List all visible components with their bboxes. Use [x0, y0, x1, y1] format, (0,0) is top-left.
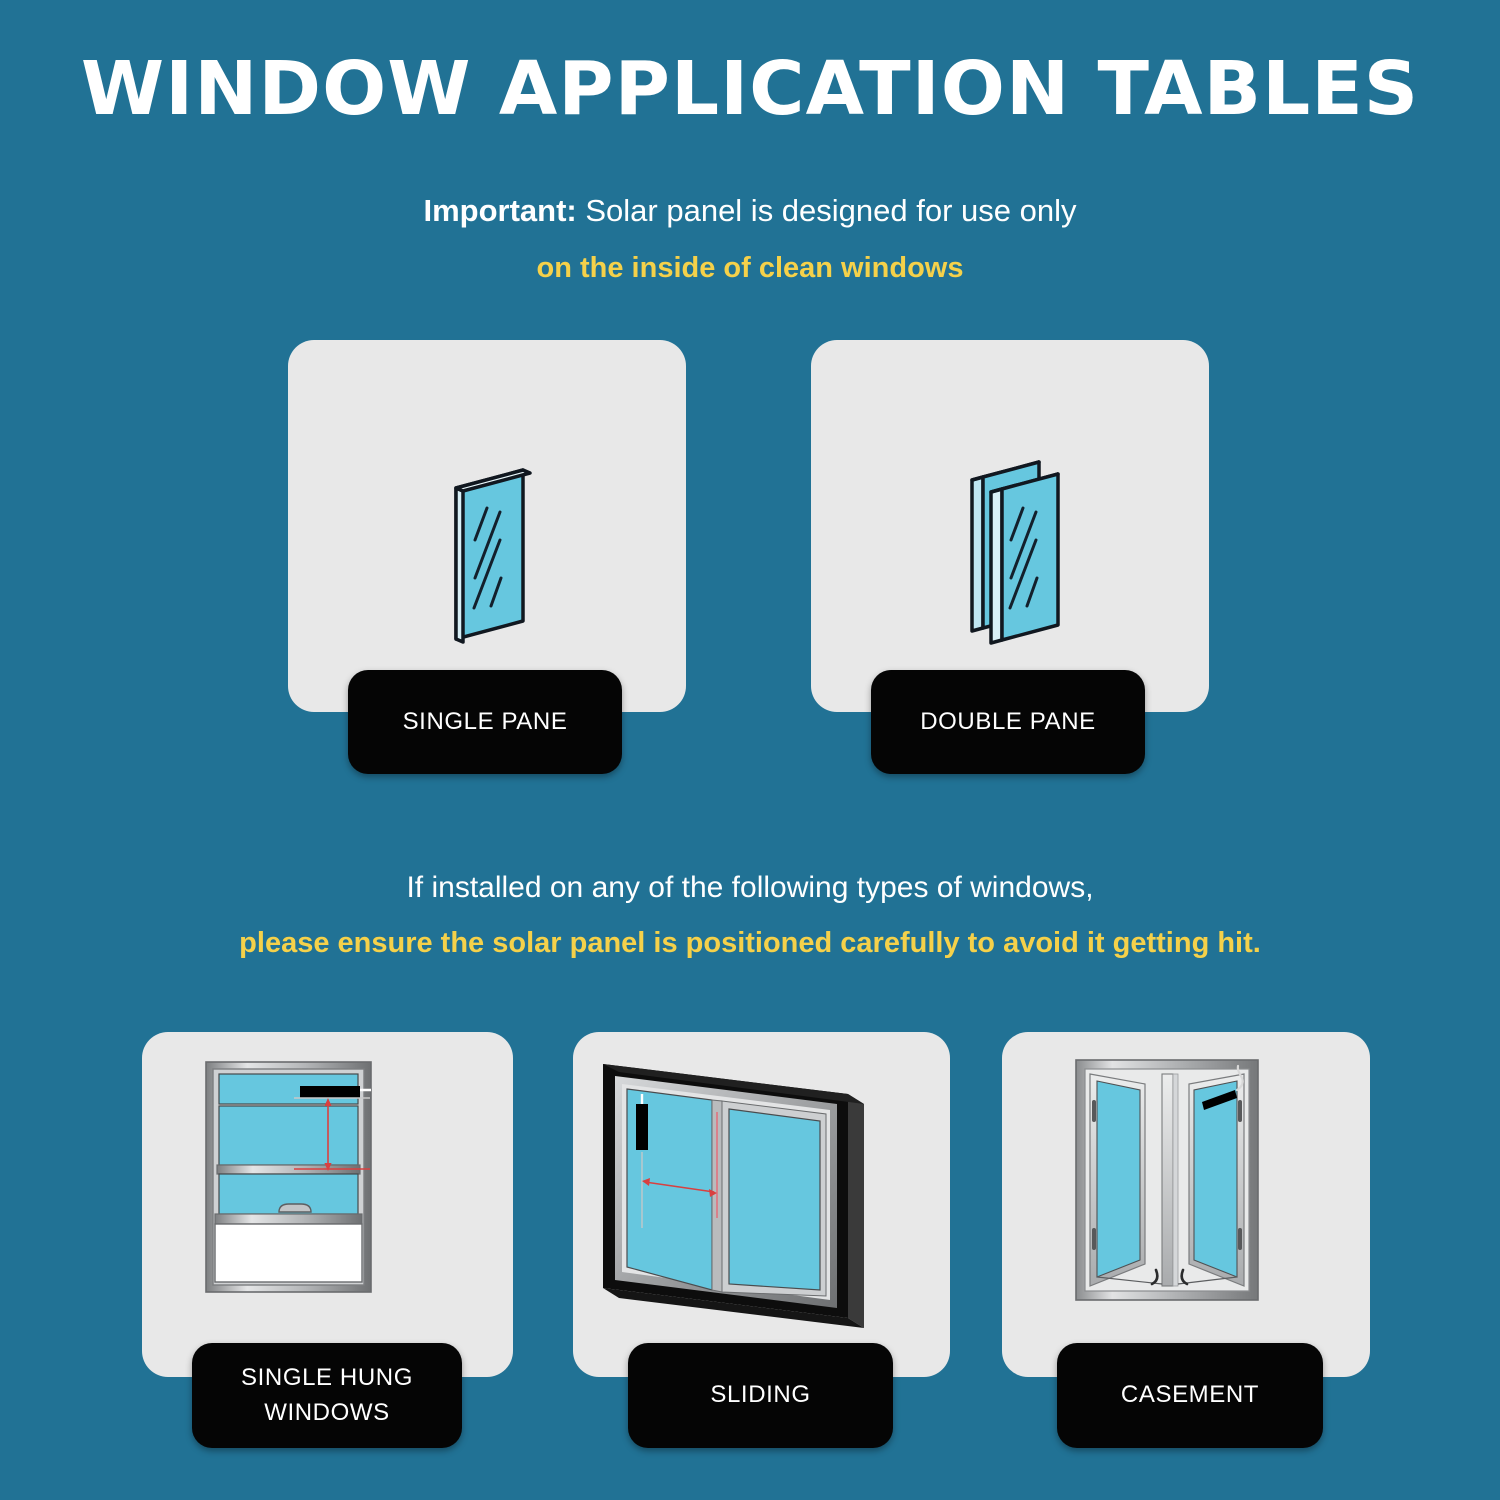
card-single-pane — [288, 340, 686, 712]
important-text: Solar panel is designed for use only — [576, 193, 1077, 228]
page-title: WINDOW APPLICATION TABLES — [80, 46, 1420, 132]
important-label: Important: — [423, 193, 577, 228]
middle-note-line1: If installed on any of the following typ… — [406, 871, 1094, 904]
chip-label: CASEMENT — [1120, 1381, 1260, 1409]
card-single-hung — [142, 1032, 513, 1377]
chip-label: SLIDING — [710, 1381, 811, 1409]
important-note: Important: Solar panel is designed for u… — [0, 192, 1500, 229]
important-highlight: on the inside of clean windows — [536, 252, 964, 284]
chip-label: DOUBLE PANE — [920, 707, 1096, 735]
card-casement — [1002, 1032, 1370, 1377]
card-double-pane — [811, 340, 1209, 712]
casement-window-icon — [1002, 1032, 1370, 1377]
chip-double-pane[interactable]: DOUBLE PANE — [871, 670, 1145, 774]
chip-single-pane[interactable]: SINGLE PANE — [348, 670, 622, 774]
chip-label: SINGLE HUNG WINDOWS — [241, 1361, 413, 1431]
single-pane-glass-icon — [288, 340, 686, 712]
sliding-window-icon — [573, 1032, 950, 1377]
chip-sliding[interactable]: SLIDING — [628, 1343, 893, 1448]
single-hung-window-icon — [142, 1032, 513, 1377]
chip-label-line2: WINDOWS — [264, 1398, 390, 1426]
double-pane-glass-icon — [811, 340, 1209, 712]
middle-note-line2: please ensure the solar panel is positio… — [239, 927, 1261, 959]
chip-label: SINGLE PANE — [402, 707, 568, 735]
chip-label-line1: SINGLE HUNG — [241, 1363, 413, 1391]
chip-single-hung[interactable]: SINGLE HUNG WINDOWS — [192, 1343, 462, 1448]
card-sliding — [573, 1032, 950, 1377]
chip-casement[interactable]: CASEMENT — [1057, 1343, 1323, 1448]
